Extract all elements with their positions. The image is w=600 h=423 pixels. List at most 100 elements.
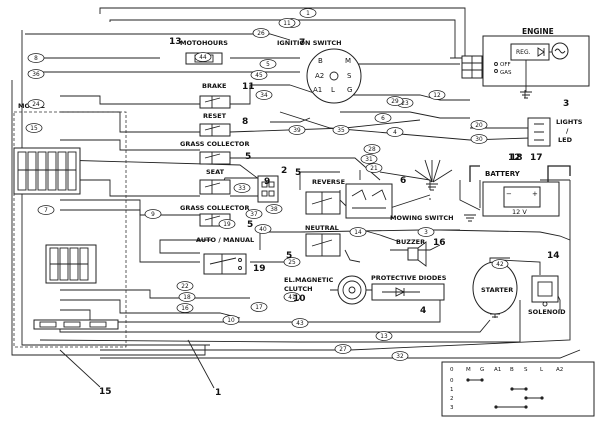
ignition-switch-body xyxy=(306,48,362,104)
wire-label-oval xyxy=(194,52,212,62)
switch-auto-manual: AUTO / MANUAL xyxy=(196,236,254,275)
callout-number: 7 xyxy=(299,38,305,48)
ignition-terminal-s: S xyxy=(347,72,352,80)
engine-module: ENGINE REG. OFF GAS xyxy=(461,27,590,99)
wire-label: 11 xyxy=(278,18,296,28)
wire-label-oval xyxy=(218,219,236,229)
wire-label-oval xyxy=(470,134,488,144)
table-row-label: 3 xyxy=(450,405,454,411)
wire-label: 6 xyxy=(374,113,392,123)
wire-label-oval xyxy=(332,125,350,135)
wire-label: 1 xyxy=(299,8,317,18)
wire-label: 20 xyxy=(470,120,488,130)
table-connection-dot xyxy=(510,387,514,391)
wire-labels: 1234567891011121314151617181920212223242… xyxy=(25,8,509,361)
wire-label-oval xyxy=(291,318,309,328)
wire-label-oval xyxy=(349,227,367,237)
wire-label-text: 31 xyxy=(365,157,373,163)
wire-label-oval xyxy=(374,113,392,123)
mowing-switch: MOWING SWITCH xyxy=(345,183,454,222)
wire-label: 4 xyxy=(386,127,404,137)
table-connection-dot xyxy=(480,378,484,382)
buzzer-body xyxy=(407,247,419,261)
clutch-body xyxy=(337,275,367,305)
battery-voltage: 12 V xyxy=(512,208,527,216)
callout-number: 5 xyxy=(295,168,301,178)
callout-number: 14 xyxy=(547,251,560,261)
buzzer: BUZZER xyxy=(396,238,427,267)
wire-label: 21 xyxy=(365,163,383,173)
wire-label: 9 xyxy=(144,209,162,219)
callout-number: 10 xyxy=(293,294,306,304)
ignition-terminal-g: G xyxy=(347,86,352,94)
wire-label-oval xyxy=(176,303,194,313)
wire-label-text: 21 xyxy=(370,166,378,172)
wire-label-text: 22 xyxy=(181,284,189,290)
wire-label-oval xyxy=(365,163,383,173)
wire-label-text: 24 xyxy=(32,102,40,108)
wire-label-text: 25 xyxy=(288,260,296,266)
wire-label-text: 9 xyxy=(151,212,155,218)
wire-label-oval xyxy=(233,183,251,193)
grass-collector-label-1: GRASS COLLECTOR xyxy=(180,140,249,148)
wire-label: 10 xyxy=(222,315,240,325)
ignition-switch-label: IGNITION SWITCH xyxy=(277,39,342,47)
table-header-cell: L xyxy=(540,367,544,373)
wire-label: 16 xyxy=(176,303,194,313)
junction-connector xyxy=(257,175,279,203)
table-connection-dot xyxy=(524,387,528,391)
wire-label: 5 xyxy=(259,59,277,69)
reverse-switch-body xyxy=(305,191,341,215)
ignition-terminal-a2: A2 xyxy=(315,72,324,80)
wire-label-text: 20 xyxy=(475,123,483,129)
wire-label-text: 4 xyxy=(393,130,397,136)
protective-diodes-label: PROTECTIVE DIODES xyxy=(371,274,447,282)
wire-label: 22 xyxy=(176,281,194,291)
ground-icon xyxy=(426,183,438,191)
table-row-label: 0 xyxy=(450,378,454,384)
wire-label: 41 xyxy=(283,292,301,302)
neutral-switch-body xyxy=(305,233,341,257)
wire-label-oval xyxy=(470,120,488,130)
table-connection-dot xyxy=(540,396,544,400)
wire-label-oval xyxy=(283,292,301,302)
wire-label-text: 3 xyxy=(424,230,428,236)
wire-label: 43 xyxy=(291,318,309,328)
wire-label-oval xyxy=(27,53,45,63)
wire-label-oval xyxy=(391,351,409,361)
callout-number: 1 xyxy=(215,388,221,398)
wire-label-oval xyxy=(386,96,404,106)
module-relays-top xyxy=(17,151,77,191)
lights-slash: / xyxy=(566,127,569,135)
wire-label-oval xyxy=(178,292,196,302)
wire-label-text: 19 xyxy=(223,222,231,228)
reset-label: RESET xyxy=(203,112,227,120)
wire-label-oval xyxy=(222,315,240,325)
wire-label-oval xyxy=(259,59,277,69)
wire-label: 38 xyxy=(265,204,283,214)
wire-label: 27 xyxy=(334,344,352,354)
callout-number: 9 xyxy=(264,177,270,187)
buzzer-speaker-icon xyxy=(417,241,427,267)
diode-icon xyxy=(382,287,420,297)
wire-label: 39 xyxy=(288,125,306,135)
starter-label: STARTER xyxy=(481,286,513,294)
wire-label-text: 16 xyxy=(181,306,189,312)
callout-number: 3 xyxy=(563,99,569,109)
wire-label-text: 29 xyxy=(391,99,399,105)
wiring-harness xyxy=(11,7,581,359)
lights-connector: LIGHTS / LED xyxy=(527,117,583,147)
wire-label-oval xyxy=(25,123,43,133)
fuse-strip xyxy=(33,319,119,330)
switch-brake: BRAKE xyxy=(199,82,231,109)
table-header-cell: A2 xyxy=(556,367,563,373)
motohours-label: MOTOHOURS xyxy=(180,39,228,47)
ignition-terminal-l: L xyxy=(331,86,335,94)
wire-label-text: 14 xyxy=(354,230,362,236)
callout-number: 15 xyxy=(99,387,112,397)
wire-label: 40 xyxy=(254,224,272,234)
callout-leader xyxy=(59,349,101,388)
wire-label-text: 41 xyxy=(288,295,296,301)
